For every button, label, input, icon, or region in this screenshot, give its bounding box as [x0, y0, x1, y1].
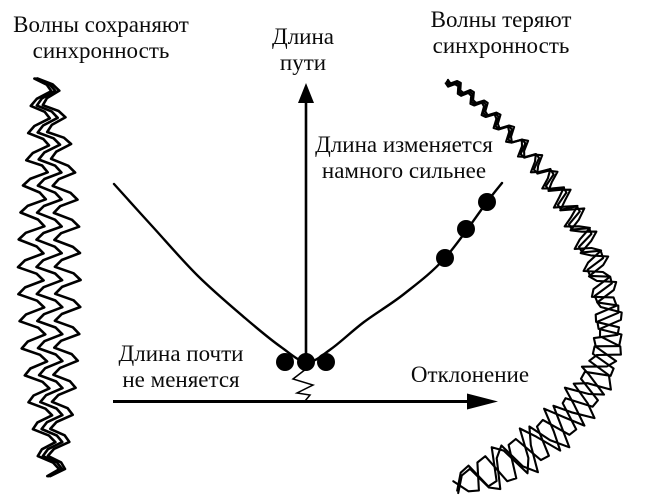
left-wave-caption-line1: Волны сохраняют — [13, 12, 189, 37]
y-axis-label: Длина пути — [272, 24, 334, 76]
lower-annotation-line2: не меняется — [122, 367, 240, 392]
curve-dot — [297, 353, 315, 371]
curve-dot — [317, 353, 335, 371]
curve-dot — [457, 220, 475, 238]
curve-dot — [276, 353, 294, 371]
path-length-curve — [112, 181, 504, 364]
x-axis — [113, 393, 498, 410]
right-wave-caption-line1: Волны теряют — [430, 7, 572, 32]
x-axis-arrowhead-icon — [467, 393, 498, 410]
upper-annotation-line2: намного сильнее — [321, 158, 487, 183]
vertex-to-axis-zigzag-icon — [291, 368, 316, 402]
right-wave-caption-line2: синхронность — [432, 33, 570, 58]
upper-annotation: Длина изменяется намного сильнее — [315, 132, 493, 184]
y-axis — [298, 83, 314, 361]
lower-annotation: Длина почти не меняется — [119, 341, 244, 393]
left-wave-caption-line2: синхронность — [32, 38, 170, 63]
right-wave-caption: Волны теряют синхронность — [431, 7, 572, 59]
curve-dot — [478, 193, 496, 211]
upper-annotation-line1: Длина изменяется — [315, 132, 493, 157]
vertex-dots — [276, 353, 335, 371]
y-axis-arrowhead-icon — [298, 83, 314, 103]
y-axis-label-line1: Длина — [272, 24, 334, 49]
lower-annotation-line1: Длина почти — [118, 341, 244, 366]
desynchronized-waves — [444, 78, 623, 495]
synchronized-waves — [16, 77, 82, 478]
y-axis-label-line2: пути — [279, 50, 327, 75]
x-axis-label: Отклонение — [410, 362, 530, 387]
path-length-curve-line — [112, 181, 504, 364]
curve-dot — [436, 249, 454, 267]
branch-dots — [436, 193, 496, 267]
left-wave-caption: Волны сохраняют синхронность — [13, 12, 189, 64]
